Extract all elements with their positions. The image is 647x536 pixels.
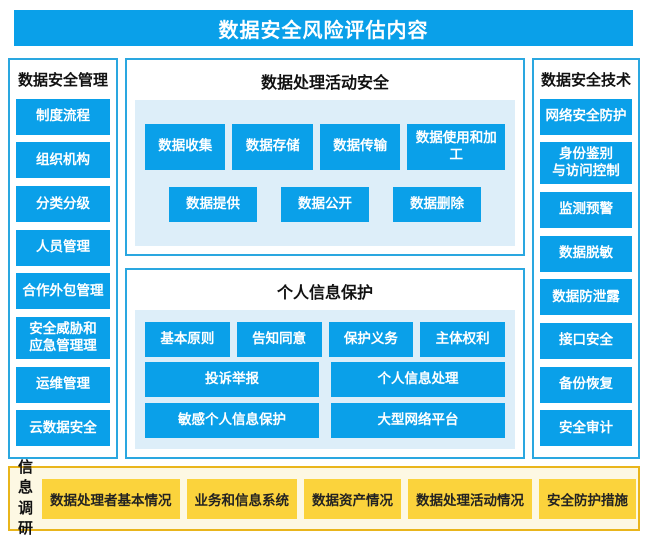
- item-data-processing-activity-status: 数据处理活动情况: [408, 478, 533, 519]
- panel-data-processing-activity-security: 数据处理活动安全 数据收集 数据存储 数据传输 数据使用和加工 数据提供 数据公…: [125, 58, 525, 256]
- item-personal-info-processing: 个人信息处理: [331, 362, 505, 397]
- item-data-provision: 数据提供: [169, 187, 257, 223]
- item-backup-recovery: 备份恢复: [540, 366, 632, 403]
- item-identity-access-control: 身份鉴别 与访问控制: [540, 142, 632, 185]
- panel-items: 基本原则 告知同意 保护义务 主体权利 投诉举报 个人信息处理 敏感个人信息保护…: [135, 310, 515, 449]
- item-complaints-reporting: 投诉举报: [145, 362, 319, 397]
- panel-information-survey: 信息 调研 数据处理者基本情况 业务和信息系统 数据资产情况 数据处理活动情况 …: [8, 459, 640, 536]
- item-network-security-protection: 网络安全防护: [540, 98, 632, 135]
- panel-data-security-management: 数据安全管理 制度流程 组织机构 分类分级 人员管理 合作外包管理 安全威胁和 …: [8, 58, 118, 459]
- item-protection-obligations: 保护义务: [328, 321, 414, 357]
- item-data-collection: 数据收集: [145, 123, 226, 170]
- item-sensitive-personal-info-protection: 敏感个人信息保护: [145, 402, 319, 438]
- row-2: 数据提供 数据公开 数据删除: [145, 187, 505, 223]
- panel-title: 数据安全技术: [540, 72, 631, 89]
- item-data-masking: 数据脱敏: [540, 235, 632, 272]
- item-outsourcing-management: 合作外包管理: [16, 273, 110, 310]
- item-classification-grading: 分类分级: [16, 186, 110, 223]
- item-operations-management: 运维管理: [16, 366, 110, 403]
- panel-label: 信息 调研: [18, 459, 34, 536]
- center-column: 数据处理活动安全 数据收集 数据存储 数据传输 数据使用和加工 数据提供 数据公…: [125, 58, 525, 459]
- item-data-disclosure: 数据公开: [281, 187, 369, 223]
- page-title: 数据安全风险评估内容: [14, 10, 633, 46]
- main-area: 数据安全管理 制度流程 组织机构 分类分级 人员管理 合作外包管理 安全威胁和 …: [8, 58, 640, 459]
- item-organization: 组织机构: [16, 142, 110, 179]
- item-data-use-processing: 数据使用和加工: [407, 123, 505, 170]
- item-data-storage: 数据存储: [232, 123, 313, 170]
- item-data-transmission: 数据传输: [319, 123, 401, 170]
- item-personnel-management: 人员管理: [16, 229, 110, 266]
- panel-items: 制度流程 组织机构 分类分级 人员管理 合作外包管理 安全威胁和 应急管理理 运…: [15, 94, 111, 451]
- item-large-network-platform: 大型网络平台: [331, 402, 505, 438]
- row-1: 数据收集 数据存储 数据传输 数据使用和加工: [145, 123, 505, 170]
- panel-personal-information-protection: 个人信息保护 基本原则 告知同意 保护义务 主体权利 投诉举报 个人信息处理 敏…: [125, 268, 525, 459]
- item-data-leak-prevention: 数据防泄露: [540, 279, 632, 316]
- item-cloud-data-security: 云数据安全: [16, 410, 110, 447]
- panel-title: 数据处理活动安全: [260, 75, 389, 92]
- panel-items: 网络安全防护 身份鉴别 与访问控制 监测预警 数据脱敏 数据防泄露 接口安全 备…: [539, 94, 633, 451]
- row-2: 投诉举报 个人信息处理: [145, 362, 505, 397]
- item-system-process: 制度流程: [16, 98, 110, 135]
- item-basic-principles: 基本原则: [145, 321, 230, 357]
- item-security-audit: 安全审计: [540, 410, 632, 447]
- item-threat-emergency-management: 安全威胁和 应急管理理: [16, 317, 110, 359]
- panel-title: 数据安全管理: [17, 72, 108, 89]
- item-business-information-systems: 业务和信息系统: [186, 478, 298, 519]
- panel-title: 个人信息保护: [276, 285, 373, 302]
- item-subject-rights: 主体权利: [420, 321, 505, 357]
- item-informed-consent: 告知同意: [236, 321, 322, 357]
- item-data-processor-basic-info: 数据处理者基本情况: [42, 478, 180, 519]
- item-data-asset-status: 数据资产情况: [304, 478, 402, 519]
- row-1: 基本原则 告知同意 保护义务 主体权利: [145, 321, 505, 357]
- item-interface-security: 接口安全: [540, 322, 632, 359]
- row-3: 敏感个人信息保护 大型网络平台: [145, 402, 505, 438]
- panel-data-security-technology: 数据安全技术 网络安全防护 身份鉴别 与访问控制 监测预警 数据脱敏 数据防泄露…: [532, 58, 640, 459]
- panel-items: 数据收集 数据存储 数据传输 数据使用和加工 数据提供 数据公开 数据删除: [135, 100, 515, 246]
- item-monitoring-early-warning: 监测预警: [540, 191, 632, 228]
- item-security-protection-measures: 安全防护措施: [539, 478, 637, 519]
- item-data-deletion: 数据删除: [393, 187, 481, 223]
